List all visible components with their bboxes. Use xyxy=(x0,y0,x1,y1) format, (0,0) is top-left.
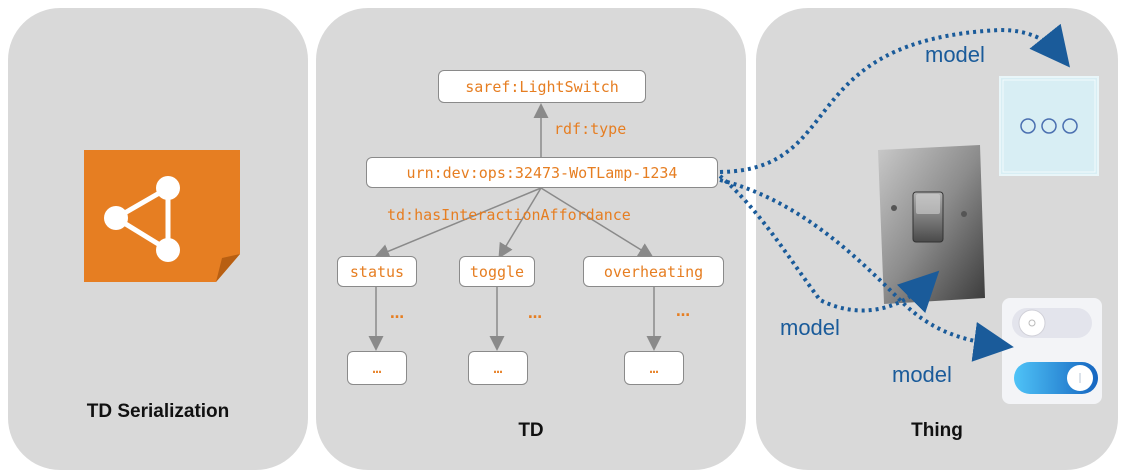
model-label-middle: model xyxy=(780,315,840,340)
panel-title-thing: Thing xyxy=(911,420,963,441)
node-overheating: overheating xyxy=(583,256,724,287)
model-label-top: model xyxy=(925,42,985,67)
edge-ellipsis-toggle: … xyxy=(528,306,542,322)
edge-label-rdf-type: rdf:type xyxy=(554,120,627,138)
node-saref-lightswitch: saref:LightSwitch xyxy=(438,70,646,103)
model-label-bottom: model xyxy=(892,362,952,387)
node-child-toggle: … xyxy=(468,351,528,385)
edge-label-has-interaction-affordance: td:hasInteractionAffordance xyxy=(387,206,631,224)
td-serialization-panel: TD Serialization xyxy=(8,8,308,470)
node-root-urn: urn:dev:ops:32473-WoTLamp-1234 xyxy=(366,157,718,188)
panel-title-td-serialization: TD Serialization xyxy=(86,401,230,422)
node-child-overheating: … xyxy=(624,351,684,385)
thing-panel: Thing xyxy=(756,8,1118,470)
edge-ellipsis-status: … xyxy=(390,306,404,322)
edge-ellipsis-overheating: … xyxy=(676,304,690,320)
node-toggle: toggle xyxy=(459,256,535,287)
node-child-status: … xyxy=(347,351,407,385)
panel-title-td: TD xyxy=(518,420,544,441)
node-status: status xyxy=(337,256,417,287)
